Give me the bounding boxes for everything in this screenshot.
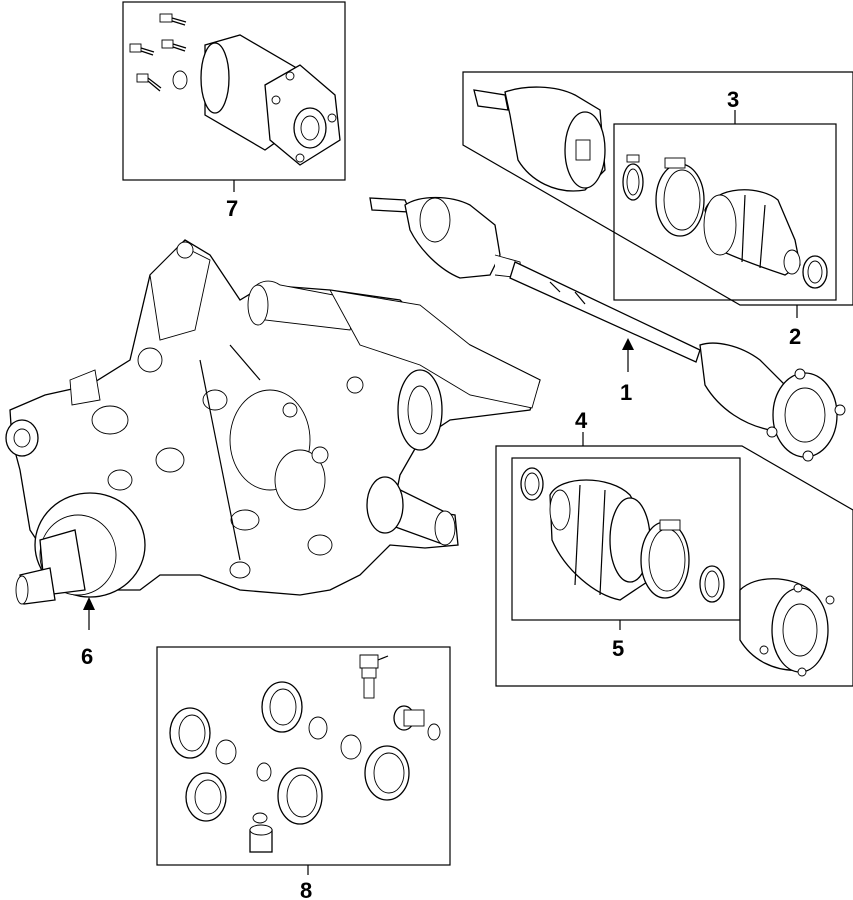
seal-ring-icon <box>261 681 303 733</box>
o-ring-icon <box>172 70 188 90</box>
cap-icon <box>249 812 273 853</box>
bolt-icon <box>161 39 187 52</box>
seal-ring-icon <box>364 745 410 801</box>
boot-clamp-icon <box>622 154 644 201</box>
rear-differential-group[interactable]: 6 <box>5 239 541 669</box>
inner-cv-joint-icon <box>739 578 835 677</box>
outer-cv-kit-group[interactable]: 3 2 <box>462 71 853 349</box>
actuator-motor-icon <box>200 34 341 166</box>
o-ring-icon <box>340 734 362 760</box>
seal-ring-icon <box>185 772 227 822</box>
callout-1: 1 <box>620 380 632 405</box>
drive-axle-shaft-icon <box>369 196 846 462</box>
small-clamp-icon <box>520 467 544 501</box>
o-ring-icon <box>308 716 328 740</box>
kit-box-3 <box>613 123 837 301</box>
seal-kit-group[interactable]: 8 <box>156 646 451 900</box>
boot-clamp-icon <box>699 565 725 603</box>
kit-box-4 <box>495 445 853 687</box>
callout-8: 8 <box>300 878 312 900</box>
seal-ring-icon <box>169 707 211 759</box>
callout-4: 4 <box>575 408 588 433</box>
cv-boot-icon <box>549 479 651 601</box>
callout-6: 6 <box>81 644 93 669</box>
o-ring-icon <box>215 739 237 765</box>
boot-band-icon <box>655 157 705 237</box>
seal-ring-icon <box>277 767 323 825</box>
bolt-icon <box>159 13 187 26</box>
callout-2: 2 <box>789 324 801 349</box>
callout-3: 3 <box>727 87 739 112</box>
drive-axle-shaft-group[interactable]: 1 <box>369 196 846 462</box>
breather-icon <box>359 654 389 699</box>
callout-5: 5 <box>612 636 624 661</box>
bolt-icon <box>129 43 155 56</box>
cv-boot-icon <box>703 189 801 276</box>
rear-differential-icon <box>5 239 541 605</box>
boot-band-icon <box>640 519 690 599</box>
kit-box-5 <box>511 457 741 621</box>
arrow-up-icon <box>622 338 634 350</box>
arrow-up-icon <box>83 597 95 610</box>
bolt-icon <box>136 73 162 92</box>
callout-7: 7 <box>226 196 238 221</box>
actuator-motor-kit-group[interactable]: 7 <box>122 1 346 221</box>
plug-icon <box>393 705 441 741</box>
o-ring-icon <box>256 762 272 782</box>
kit-box-8 <box>156 646 451 866</box>
outer-cv-joint-icon <box>473 86 606 192</box>
small-clamp-icon <box>802 255 828 289</box>
inner-cv-kit-group[interactable]: 4 5 <box>495 408 853 687</box>
